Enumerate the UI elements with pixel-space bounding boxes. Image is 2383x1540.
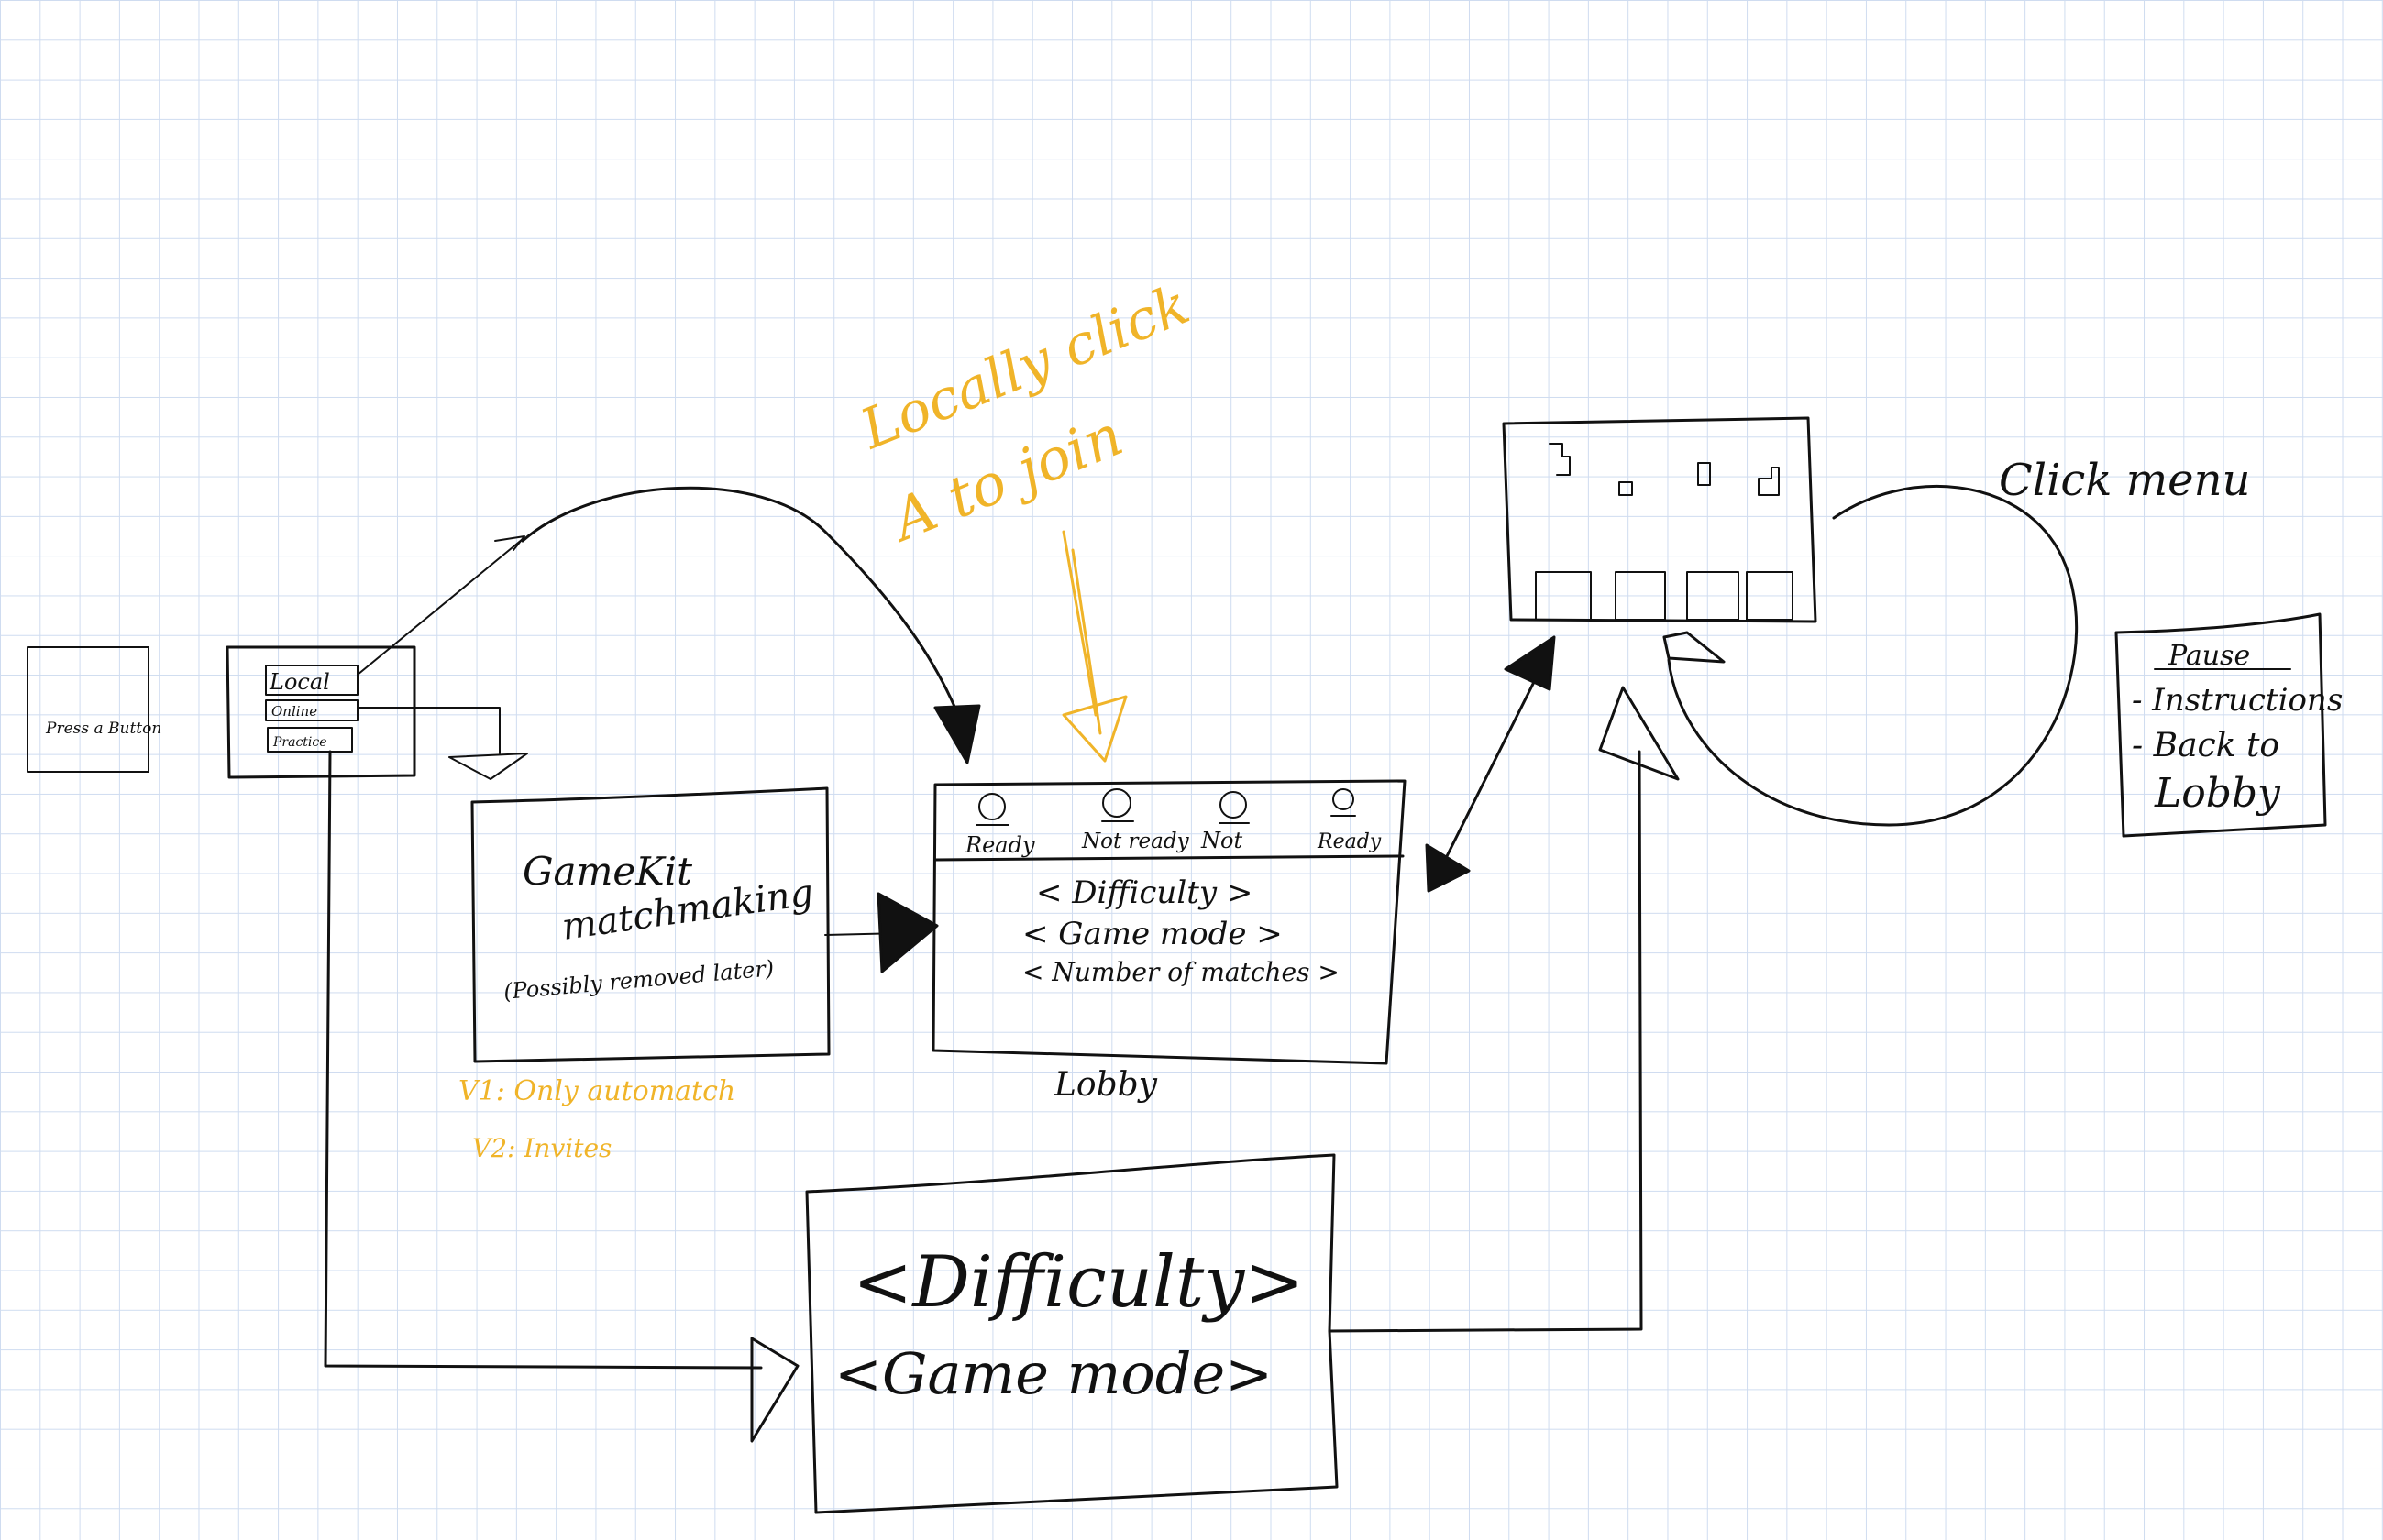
start-screen-label: Press a Button (45, 720, 161, 738)
practice-setting-game-mode: <Game mode> (834, 1340, 1273, 1407)
lobby-setting-difficulty: < Difficulty > (1036, 874, 1252, 911)
menu-option-local: Local (269, 669, 330, 695)
arrow-local-to-lobby (357, 486, 981, 764)
arrow-practice-to-settings (324, 750, 800, 1443)
main-menu-box: Local Online Practice (226, 645, 416, 779)
lobby-setting-matches: < Number of matches > (1022, 957, 1340, 987)
lobby-annotation: Locally click A to join (851, 272, 1198, 763)
menu-option-practice: Practice (272, 735, 327, 750)
arrow-online-to-gamekit (357, 707, 528, 780)
click-menu-text: Click menu (1999, 455, 2250, 506)
game-screen-box (1502, 416, 1817, 623)
gamekit-version-1: V1: Only automatch (458, 1075, 735, 1107)
pause-menu-box: Pause - Instructions - Back to Lobby (2114, 612, 2343, 838)
pause-title: Pause (2168, 640, 2250, 672)
lobby-player-1: Ready (965, 832, 1035, 858)
gamekit-version-2: V2: Invites (472, 1133, 612, 1163)
click-menu-annotation: Click menu (1999, 455, 2250, 506)
pause-item-lobby: Lobby (2154, 770, 2281, 817)
start-screen-box: Press a Button (27, 646, 161, 773)
gamekit-note: (Possibly removed later) (502, 955, 775, 1005)
pause-item-back-to: - Back to (2132, 727, 2279, 764)
lobby-box: Ready Not ready Not Ready < Difficulty >… (932, 779, 1407, 1104)
lobby-label: Lobby (1054, 1066, 1158, 1104)
pause-item-instructions: - Instructions (2132, 682, 2343, 719)
gamekit-title: GameKit (523, 849, 692, 894)
menu-option-online: Online (271, 703, 317, 720)
practice-setting-difficulty: <Difficulty> (853, 1241, 1305, 1324)
lobby-player-3: Not (1200, 828, 1242, 853)
arrow-practice-to-game (1328, 686, 1680, 1333)
gamekit-box: GameKit matchmaking (Possibly removed la… (458, 786, 831, 1163)
arrow-lobby-game (1425, 635, 1556, 893)
lobby-player-4: Ready (1317, 830, 1382, 853)
arrow-gamekit-to-lobby (824, 892, 939, 974)
practice-settings-box: <Difficulty> <Game mode> (805, 1153, 1339, 1514)
lobby-player-2: Not ready (1081, 830, 1190, 853)
lobby-setting-game-mode: < Game mode > (1022, 916, 1283, 952)
arrow-menu-loop (1662, 485, 2079, 827)
